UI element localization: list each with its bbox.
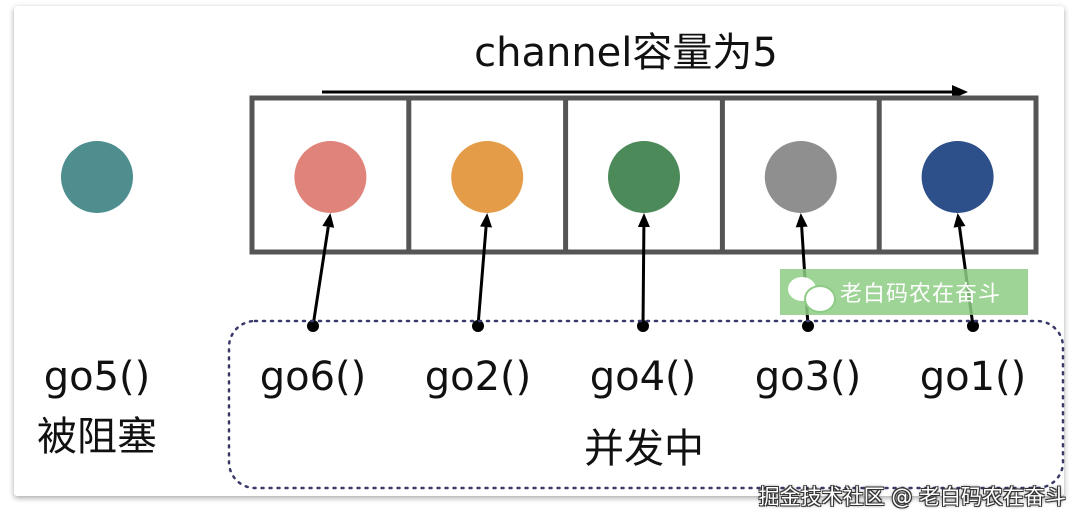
goroutine-dot	[608, 141, 680, 213]
goroutine-dot	[764, 141, 837, 213]
goroutine-label: go6()	[260, 354, 367, 400]
enqueue-arrow	[476, 226, 488, 327]
goroutine-label: go1()	[920, 354, 1027, 400]
concurrent-group-box	[227, 319, 1065, 490]
goroutine-dot	[451, 141, 524, 213]
goroutine-dot	[921, 141, 994, 213]
goroutine-dot	[294, 141, 367, 213]
goroutine-label: go3()	[755, 354, 862, 400]
arrow-tail-dot	[967, 320, 979, 332]
enqueue-arrow	[641, 226, 646, 327]
arrow-tail-dot	[472, 320, 484, 332]
enqueue-arrow	[311, 226, 330, 327]
enqueue-arrow-head	[953, 213, 966, 228]
wechat-icon	[780, 269, 840, 315]
enqueue-arrow-head	[322, 213, 335, 228]
blocked-status-label: 被阻塞	[37, 414, 157, 460]
footer-credit: 掘金技术社区 @ 老白码农在奋斗	[758, 485, 1066, 509]
blocked-goroutine-dot	[61, 141, 133, 213]
goroutine-label: go4()	[590, 354, 697, 400]
goroutine-label: go2()	[425, 354, 532, 400]
enqueue-arrow-head	[480, 213, 493, 228]
diagram-title: channel容量为5	[474, 30, 778, 76]
watermark-badge: 老白码农在奋斗	[780, 269, 1028, 315]
watermark-text: 老白码农在奋斗	[840, 282, 1002, 307]
arrow-tail-dot	[307, 320, 319, 332]
enqueue-arrow-head	[637, 213, 650, 228]
arrow-tail-dot	[637, 320, 649, 332]
concurrent-label: 并发中	[584, 426, 704, 472]
enqueue-arrow-head	[795, 213, 808, 228]
blocked-goroutine-label: go5()	[44, 354, 151, 400]
arrow-tail-dot	[802, 320, 814, 332]
